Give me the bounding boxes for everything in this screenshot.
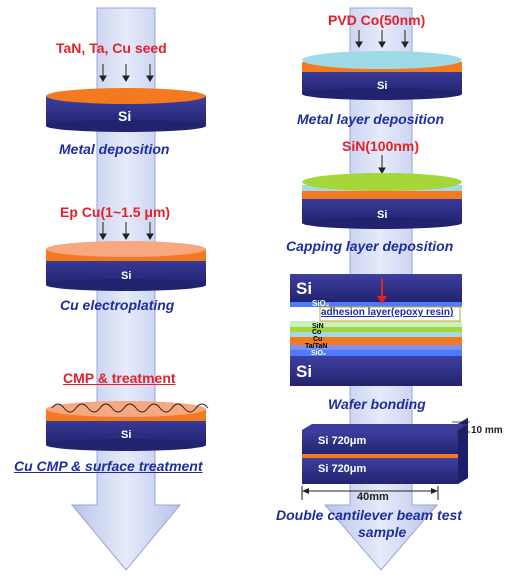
adhesion-layer-text: adhesion layer(epoxy resin) — [321, 307, 454, 318]
deposition-arrows-3 — [355, 30, 409, 48]
left-step2-caption: Cu electroplating — [60, 297, 175, 313]
left-step3-si-label: Si — [121, 429, 132, 441]
wafer-sin-capping — [302, 173, 462, 229]
dcb-depth-label: 10 mm — [471, 425, 503, 436]
stack-label-cu: Cu — [313, 336, 323, 343]
wafer-metal-deposition — [46, 88, 206, 132]
wafer-cu-electroplating — [46, 241, 206, 291]
bonding-caption: Wafer bonding — [328, 396, 426, 412]
wafer-bonding-stack — [290, 274, 462, 386]
wafer-cmp-treatment — [46, 401, 209, 451]
bond-top-si-label: Si — [296, 279, 313, 298]
left-step3-input-label: CMP & treatment — [63, 370, 176, 386]
left-step2-si-label: Si — [121, 270, 132, 282]
right-step1-si-label: Si — [377, 80, 388, 92]
stack-label-co: Co — [312, 329, 322, 336]
left-step1-input-label: TaN, Ta, Cu seed — [56, 40, 167, 56]
left-step1-caption: Metal deposition — [59, 141, 170, 157]
bond-bottom-si-label: Si — [296, 362, 313, 381]
stack-label-sin: SiN — [312, 323, 324, 330]
dcb-width-label: 40mm — [357, 491, 389, 503]
rough-surface-line — [51, 403, 209, 413]
right-step2-si-label: Si — [377, 209, 388, 221]
deposition-arrows-2 — [99, 222, 154, 240]
right-step2-caption: Capping layer deposition — [286, 238, 454, 254]
stack-label-ta-tan: Ta/TaN — [305, 343, 328, 350]
dcb-top-si-label: Si 720μm — [318, 435, 367, 447]
wafer-co-deposition — [302, 51, 462, 100]
dcb-caption-line2: sample — [358, 524, 407, 540]
stack-label-sio2: SiO₂ — [311, 350, 327, 357]
left-step2-input-label: Ep Cu(1~1.5 μm) — [60, 204, 171, 220]
deposition-arrow-4 — [378, 155, 386, 174]
left-step3-caption: Cu CMP & surface treatment — [14, 458, 203, 474]
deposition-arrows-1 — [99, 64, 154, 82]
dcb-bottom-si-label: Si 720μm — [318, 463, 367, 475]
dcb-caption-line1: Double cantilever beam test — [276, 507, 462, 523]
adhesion-layer-label: adhesion layer(epoxy resin) — [321, 307, 453, 318]
right-step1-input-label: PVD Co(50nm) — [328, 12, 426, 28]
left-step1-si-label: Si — [118, 108, 132, 124]
bond-top-sio2-label: SiO₂ — [312, 299, 330, 308]
dcb-sample — [301, 417, 470, 500]
right-step2-input-label: SiN(100nm) — [342, 138, 420, 154]
right-step1-caption: Metal layer deposition — [297, 111, 445, 127]
